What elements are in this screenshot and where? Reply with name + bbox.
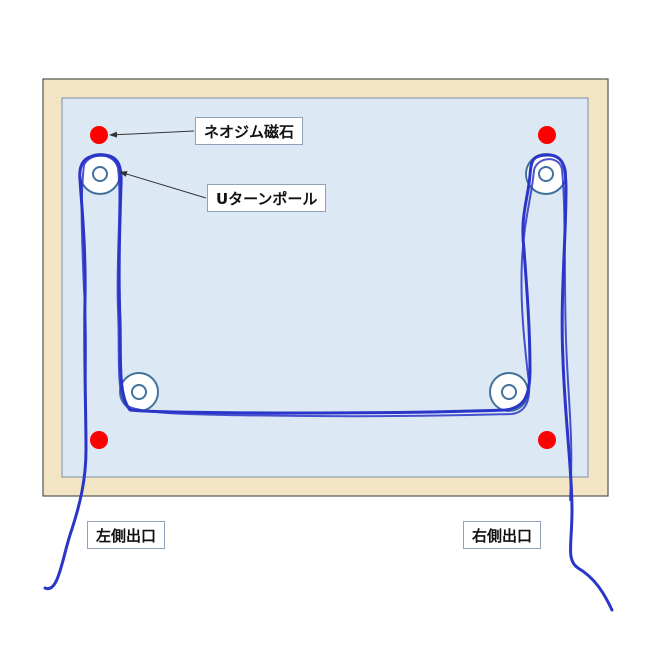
- magnet-bottom-right: [538, 431, 556, 449]
- magnet-bottom-left: [90, 431, 108, 449]
- magnet-leader-arrow: [109, 130, 195, 138]
- uturn-pole-bottom-right: [489, 372, 529, 412]
- inner-panel: [61, 97, 589, 478]
- magnet-top-right: [538, 126, 556, 144]
- magnet-top-left: [90, 126, 108, 144]
- pole-leader-arrow: [119, 171, 207, 199]
- cable-second-strand: [80, 154, 573, 501]
- uturn-pole-bottom-left: [119, 372, 159, 412]
